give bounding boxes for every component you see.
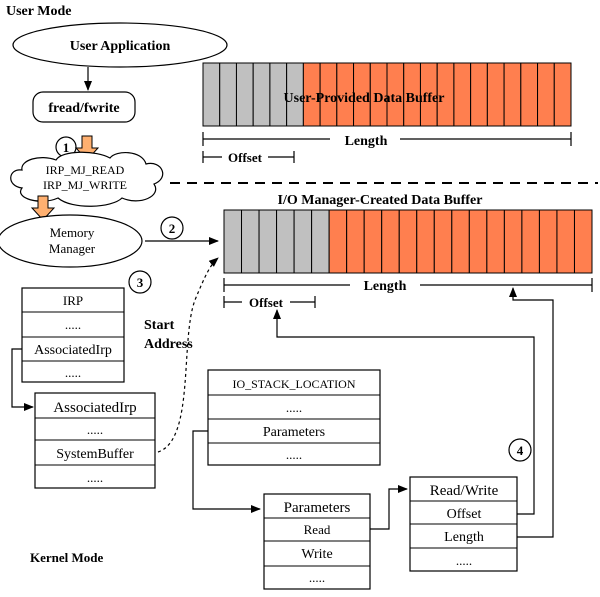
start-address-line2: Address: [144, 337, 193, 352]
io-length-label: Length: [364, 279, 407, 294]
associated-irp-row: .....: [87, 470, 103, 485]
readwrite-row: .....: [456, 553, 472, 568]
io-buffer-offset-cell: [293, 209, 313, 274]
parameters-row: Write: [301, 547, 332, 562]
user-length-label: Length: [345, 134, 388, 149]
user-buffer-data-cell: [553, 62, 572, 127]
irp-cloud-node: [10, 151, 164, 207]
step-2-badge: [160, 216, 184, 240]
io-buffer-offset-cell: [276, 209, 295, 274]
io-buffer-data-cell: [451, 209, 470, 274]
arrow-offset-to-io-offset: [273, 309, 535, 515]
user-buffer-data-cell: [453, 62, 472, 127]
io-buffer-offset-cell: [258, 209, 278, 274]
io-buffer-data-cell: [556, 209, 575, 274]
parameters-row: .....: [309, 570, 325, 585]
io-buffer-data-cell: [503, 209, 523, 274]
user-application-node: [12, 22, 228, 68]
io-buffer-data-cell: [521, 209, 540, 274]
irp-table: IRP ..... AssociatedIrp .....: [21, 287, 125, 383]
associated-irp-row: .....: [87, 422, 103, 437]
io-buffer-offset-cell: [241, 209, 260, 274]
io-buffer-title: I/O Manager-Created Data Buffer: [278, 193, 483, 208]
user-application-label: User Application: [70, 39, 171, 54]
start-address-line1: Start: [144, 318, 175, 333]
io-stack-row: .....: [286, 447, 302, 462]
io-buffer-data-cell: [328, 209, 348, 274]
io-stack-location-table: IO_STACK_LOCATION ..... Parameters .....: [207, 369, 381, 466]
user-buffer-offset-cell: [202, 62, 221, 127]
user-mode-label: User Mode: [6, 4, 71, 19]
arrow-length-to-io-length: [509, 287, 554, 538]
user-buffer-offset-cell: [219, 62, 237, 127]
user-buffer-data-cell: [486, 62, 505, 127]
user-provided-buffer: [202, 62, 572, 127]
io-buffer-data-cell: [363, 209, 383, 274]
associated-irp-row: AssociatedIrp: [53, 400, 136, 416]
io-buffer-data-cell: [346, 209, 365, 274]
parameters-row: Parameters: [284, 500, 351, 516]
user-buffer-title: User-Provided Data Buffer: [284, 91, 445, 106]
irp-mj-read-label: IRP_MJ_READ: [46, 163, 125, 177]
io-manager-buffer: [223, 209, 593, 274]
io-buffer-data-cell: [486, 209, 505, 274]
readwrite-table: Read/Write Offset Length .....: [409, 476, 518, 572]
irp-table-row: AssociatedIrp: [34, 343, 112, 358]
io-buffer-data-cell: [398, 209, 418, 274]
user-offset-label: Offset: [228, 150, 263, 165]
memory-manager-line2: Manager: [49, 241, 96, 256]
irp-mj-write-label: IRP_MJ_WRITE: [43, 178, 127, 192]
readwrite-row: Read/Write: [430, 483, 499, 499]
user-buffer-offset-cell: [235, 62, 254, 127]
io-stack-row: Parameters: [263, 425, 325, 440]
step-4-badge: [508, 438, 532, 462]
io-buffer-data-cell: [416, 209, 435, 274]
io-buffer-offset-cell: [311, 209, 330, 274]
irp-table-row: IRP: [63, 293, 83, 308]
arrow-iostack-to-parameters: [192, 430, 261, 513]
systembuffer-to-io-buffer-arrow: [157, 257, 219, 453]
user-buffer-data-cell: [470, 62, 488, 127]
irp-table-row: .....: [65, 317, 81, 332]
step-3-label: 3: [137, 275, 144, 290]
readwrite-row: Length: [444, 530, 484, 545]
step-3-badge: [128, 270, 152, 294]
io-offset-label: Offset: [249, 295, 284, 310]
irp-table-row: .....: [65, 365, 81, 380]
fread-fwrite-label: fread/fwrite: [48, 101, 119, 116]
parameters-table: Parameters Read Write .....: [263, 493, 371, 590]
user-buffer-data-cell: [503, 62, 522, 127]
io-buffer-data-cell: [381, 209, 400, 274]
memory-manager-line1: Memory: [50, 225, 95, 240]
cloud-to-memory-arrow: [30, 195, 56, 221]
io-buffer-data-cell: [468, 209, 488, 274]
arrow-read-to-readwrite: [370, 485, 408, 530]
user-buffer-offset-cell: [252, 62, 271, 127]
io-stack-row: IO_STACK_LOCATION: [232, 377, 355, 391]
parameters-row: Read: [304, 522, 331, 537]
memory-manager-node: [0, 214, 143, 268]
associated-irp-row: SystemBuffer: [56, 447, 134, 462]
io-stack-row: .....: [286, 400, 302, 415]
step-2-label: 2: [169, 221, 176, 236]
kernel-mode-label: Kernel Mode: [30, 550, 104, 565]
io-buffer-data-cell: [538, 209, 558, 274]
user-buffer-data-cell: [520, 62, 539, 127]
io-buffer-data-cell: [433, 209, 453, 274]
fread-fwrite-node: [32, 91, 136, 123]
io-buffer-offset-cell: [223, 209, 243, 274]
arrow-irp-to-associated: [11, 348, 34, 411]
readwrite-row: Offset: [447, 507, 482, 522]
user-buffer-data-cell: [537, 62, 555, 127]
io-buffer-data-cell: [573, 209, 593, 274]
step-1-label: 1: [63, 140, 70, 155]
step-4-label: 4: [517, 443, 524, 458]
associated-irp-table: AssociatedIrp ..... SystemBuffer .....: [34, 392, 156, 489]
